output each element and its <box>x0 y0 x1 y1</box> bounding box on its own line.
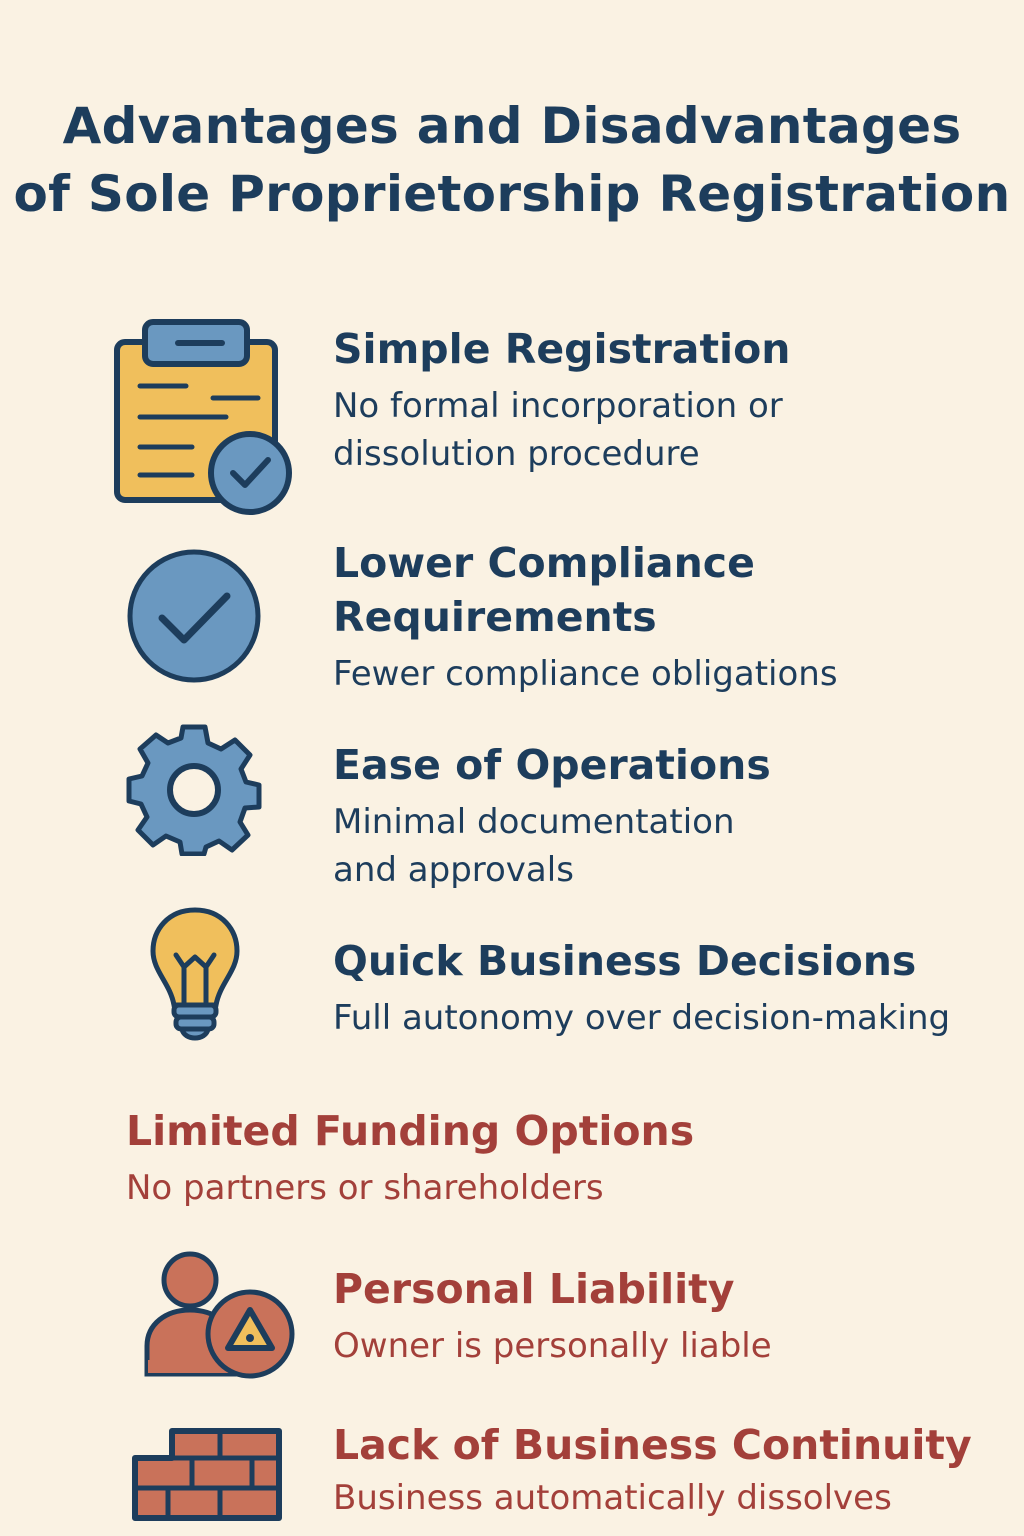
advantage-lower-compliance: Lower Compliance Requirements Fewer comp… <box>333 536 838 698</box>
item-description: Owner is personally liable <box>333 1326 772 1366</box>
disadvantage-limited-funding: Limited Funding Options No partners or s… <box>126 1104 694 1212</box>
item-heading: Ease of Operations <box>333 741 771 789</box>
item-heading: Requirements <box>333 593 657 641</box>
title-line-2: of Sole Proprietorship Registration <box>13 165 1011 223</box>
title-line-1: Advantages and Disadvantages <box>62 97 962 155</box>
item-description: Business automatically dissolves <box>333 1478 892 1518</box>
item-heading: Quick Business Decisions <box>333 937 917 985</box>
item-description: No formal incorporation or <box>333 386 783 426</box>
item-heading: Lack of Business Continuity <box>333 1421 972 1469</box>
item-heading: Lower Compliance <box>333 539 755 587</box>
item-description: Minimal documentation <box>333 802 735 842</box>
advantage-simple-registration: Simple Registration No formal incorporat… <box>333 322 790 478</box>
item-description: Fewer compliance obligations <box>333 654 838 694</box>
item-description: and approvals <box>333 850 574 890</box>
advantage-quick-decisions: Quick Business Decisions Full autonomy o… <box>333 934 950 1042</box>
item-description: No partners or shareholders <box>126 1168 604 1208</box>
person-warning-icon <box>144 1251 295 1379</box>
gear-icon <box>126 724 262 856</box>
item-description: dissolution procedure <box>333 434 700 474</box>
check-circle-icon <box>127 549 261 683</box>
advantage-ease-of-operations: Ease of Operations Minimal documentation… <box>333 738 771 894</box>
clipboard-check-icon <box>114 319 292 515</box>
item-heading: Personal Liability <box>333 1265 735 1313</box>
item-heading: Limited Funding Options <box>126 1107 695 1155</box>
disadvantage-personal-liability: Personal Liability Owner is personally l… <box>333 1262 772 1370</box>
brick-wall-icon <box>132 1428 282 1521</box>
lightbulb-icon <box>150 907 240 1041</box>
item-heading: Simple Registration <box>333 325 791 373</box>
disadvantage-lack-of-continuity: Lack of Business Continuity Business aut… <box>333 1418 972 1522</box>
page-title: Advantages and Disadvantages of Sole Pro… <box>0 92 1024 228</box>
item-description: Full autonomy over decision-making <box>333 998 951 1038</box>
